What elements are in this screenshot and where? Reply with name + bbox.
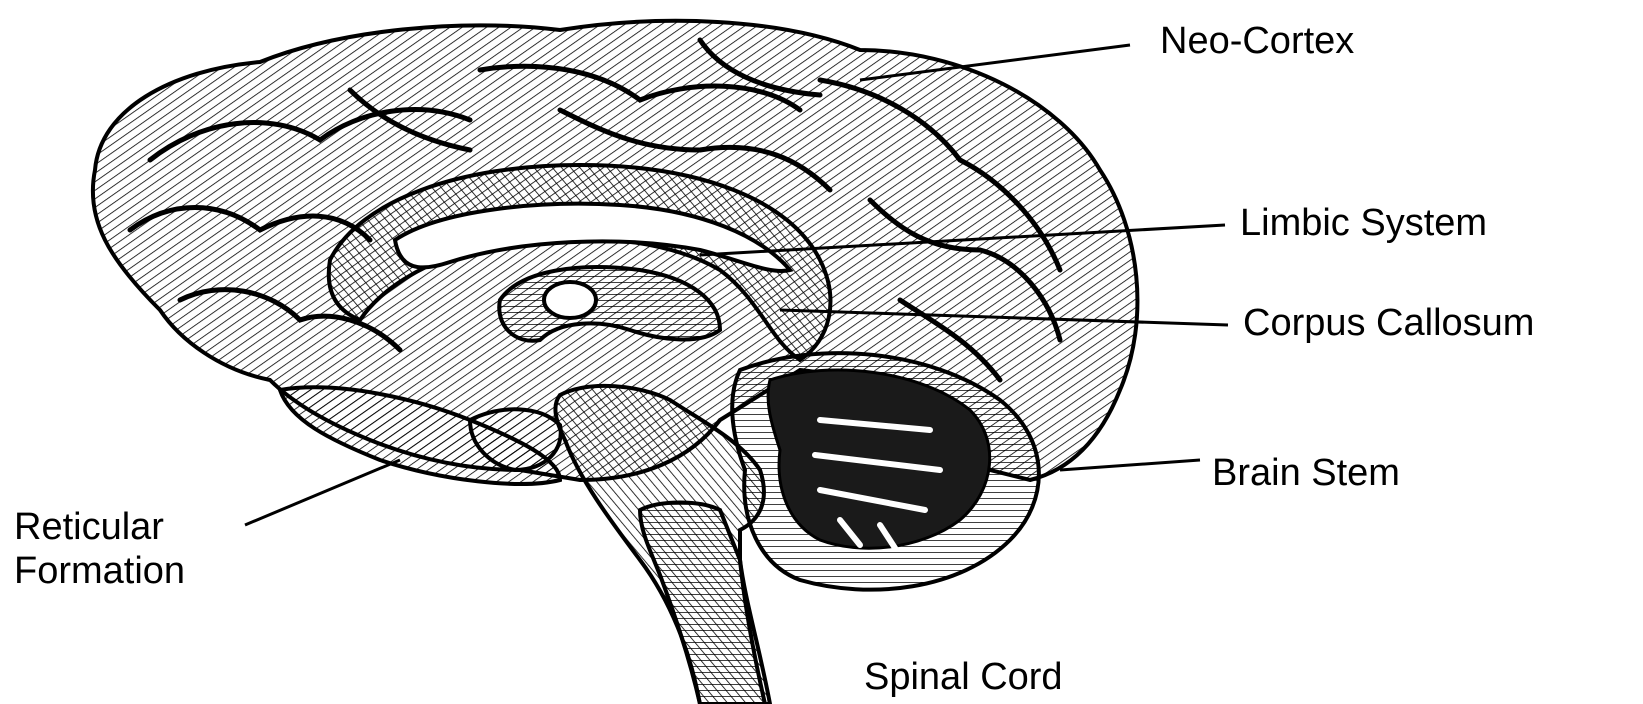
- label-brain-stem: Brain Stem: [1212, 452, 1400, 496]
- thalamus-shape: [544, 282, 596, 318]
- label-neo-cortex: Neo-Cortex: [1160, 20, 1354, 64]
- spinal-cord-shape: [640, 503, 765, 704]
- label-corpus-callosum: Corpus Callosum: [1243, 302, 1534, 346]
- leader-reticular-formation: [245, 460, 400, 525]
- label-reticular-line1: Reticular: [14, 506, 185, 550]
- leader-brain-stem: [1060, 460, 1200, 470]
- label-spinal-cord: Spinal Cord: [864, 656, 1063, 700]
- label-limbic-system: Limbic System: [1240, 202, 1487, 246]
- label-reticular-line2: Formation: [14, 550, 185, 594]
- label-reticular-formation: Reticular Formation: [14, 506, 185, 593]
